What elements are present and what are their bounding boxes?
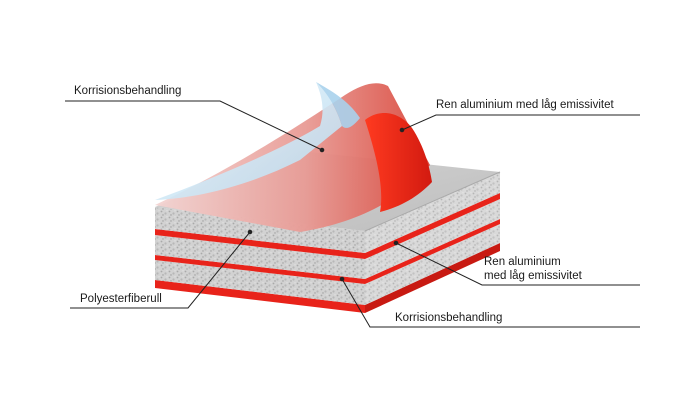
layer-2-fiber-side: [365, 199, 500, 279]
layer-3-red-foil-front: [155, 280, 365, 313]
blue-film-sheet: [155, 82, 342, 200]
label-polyester-fiber-wool: Polyesterfiberull: [80, 293, 162, 305]
layer-3-fiber-front: [155, 260, 365, 305]
layer-3-fiber-side: [365, 224, 500, 305]
leader-mid-right: [395, 242, 640, 286]
layer-1-fiber-side: [365, 172, 500, 253]
leader-bottom-right: [341, 278, 640, 328]
label-corrosion-treatment-bottom: Korrisionsbehandling: [395, 312, 503, 324]
layer-2-fiber-front: [155, 235, 365, 279]
blue-film-curl: [316, 82, 360, 128]
layer-1-fiber-front: [155, 207, 365, 253]
label-pure-aluminium-mid-line1: Ren aluminium: [484, 256, 561, 268]
leader-lines: [65, 100, 640, 328]
layer-3-red-edge-top: [155, 219, 500, 284]
red-foil-curl: [365, 113, 432, 212]
leader-bottom-left: [70, 231, 251, 309]
layer-3: [155, 219, 500, 313]
label-pure-aluminium-mid-line2: med låg emissivitet: [484, 270, 582, 282]
leader-top-right: [401, 114, 640, 131]
layer-3-red-foil-side: [365, 243, 500, 313]
leader-top-left: [65, 100, 323, 151]
peeling-foil: [155, 82, 432, 232]
label-corrosion-treatment-top: Korrisionsbehandling: [74, 85, 182, 97]
label-pure-aluminium-top: Ren aluminium med låg emissivitet: [436, 99, 614, 111]
